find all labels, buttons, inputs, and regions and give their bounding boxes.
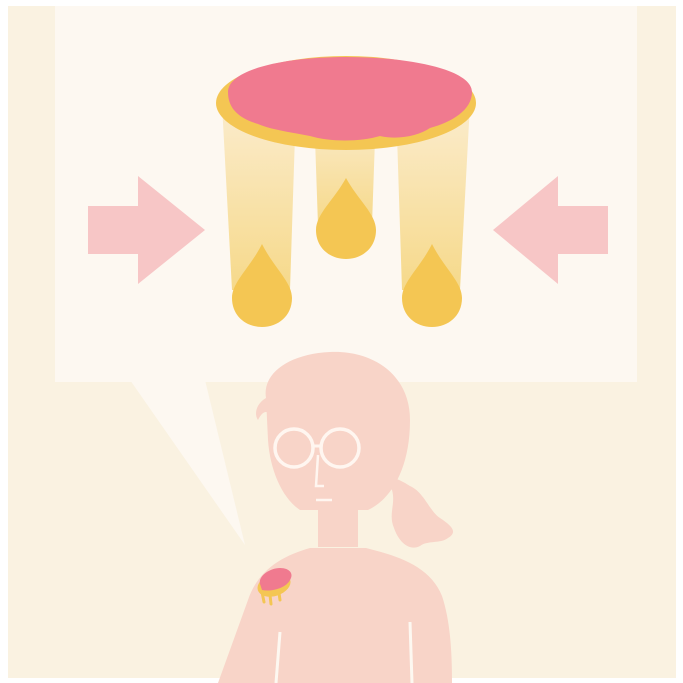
illustration bbox=[0, 0, 683, 683]
illustration-canvas bbox=[0, 0, 683, 683]
